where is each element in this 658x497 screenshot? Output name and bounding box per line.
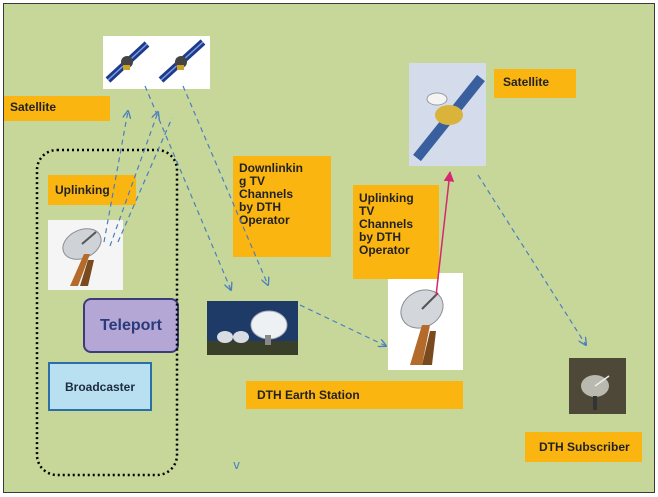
satellite-right-image [409,63,486,166]
dth-earth-station-dish-image [388,273,463,370]
station-link-arrow [299,304,386,346]
teleport-dish-image [48,220,123,290]
downlink-arrow-1 [144,85,231,290]
satellite-dish-icon [62,228,102,286]
satellite-left-text: Satellite [10,100,57,114]
uplink-arrow-1 [103,111,128,243]
teleport-text: Teleport [100,316,162,334]
satellite-icon [409,63,486,166]
dth-subscriber-image [569,358,626,414]
home-dish-icon [569,358,626,414]
satellite-icon [105,41,150,83]
satellite-icon [158,39,206,83]
uplink-arrow-2 [109,112,158,247]
satellite-pair-image [103,36,210,89]
satellite-dish-icon [400,289,444,365]
stray-arrowhead: v [233,458,241,472]
earth-station-label: DTH Earth Station [246,381,463,409]
uplinking-dth-label: Uplinking TV Channels by DTH Operator [353,185,439,279]
subscriber-label: DTH Subscriber [525,432,642,462]
broadcaster-box: Broadcaster [48,362,152,411]
broadcaster-group-boundary [35,148,179,477]
satellite-left-label: Satellite [4,96,110,121]
uplinking-dth-text: Uplinking TV Channels by DTH Operator [359,191,414,257]
radio-telescope-array-icon [207,301,298,355]
downlink-to-subscriber-arrow [477,174,586,345]
uplink-arrow-3 [117,117,173,243]
downlinking-label: Downlinkin g TV Channels by DTH Operator [233,156,331,257]
satellite-right-label: Satellite [494,69,576,98]
broadcaster-text: Broadcaster [64,379,136,394]
earth-station-text: DTH Earth Station [257,388,360,402]
uplink-dth-arrow [435,170,455,297]
downlinking-text: Downlinkin g TV Channels by DTH Operator [239,161,303,227]
downlink-arrow-2 [182,85,268,285]
uplinking-label: Uplinking [48,175,136,205]
uplinking-text: Uplinking [55,183,110,197]
earth-station-array-image [207,301,298,355]
subscriber-text: DTH Subscriber [539,440,630,454]
satellite-right-text: Satellite [503,75,550,89]
